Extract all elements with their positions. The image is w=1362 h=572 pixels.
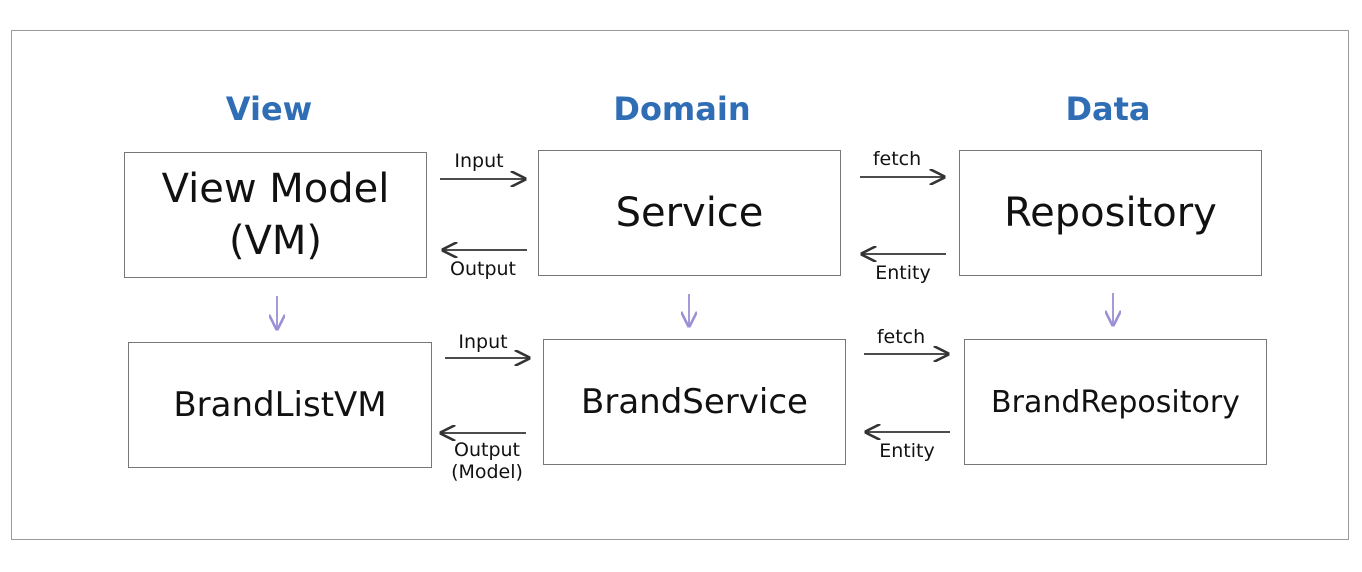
view-model-box: View Model (VM) xyxy=(124,152,427,278)
label-row2-entity: Entity xyxy=(879,440,935,462)
label-row1-entity: Entity xyxy=(875,262,931,284)
brand-service-box: BrandService xyxy=(543,339,846,465)
label-row2-output: Output (Model) xyxy=(451,439,523,483)
label-row2-input: Input xyxy=(458,331,508,353)
label-row2-fetch: fetch xyxy=(876,326,926,348)
column-title-domain: Domain xyxy=(613,90,751,128)
column-title-view: View xyxy=(225,90,313,128)
brand-repository-box: BrandRepository xyxy=(964,339,1267,465)
repository-box: Repository xyxy=(959,150,1262,276)
label-row1-fetch: fetch xyxy=(872,148,922,170)
label-row1-input: Input xyxy=(454,150,504,172)
label-row1-output: Output xyxy=(450,258,516,280)
brand-list-vm-box: BrandListVM xyxy=(128,342,432,468)
service-box: Service xyxy=(538,150,841,276)
column-title-data: Data xyxy=(1065,90,1151,128)
